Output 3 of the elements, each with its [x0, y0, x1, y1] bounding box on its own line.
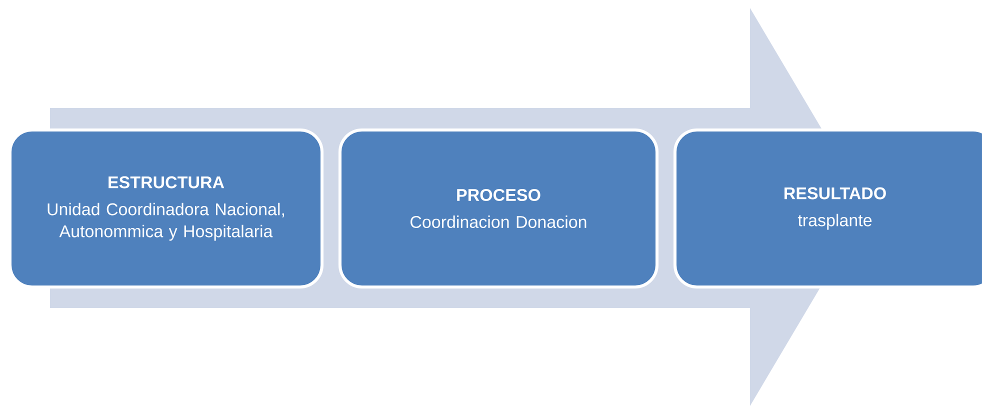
process-box: PROCESO Coordinacion Donacion	[338, 128, 658, 288]
process-box: ESTRUCTURA Unidad Coordinadora Nacional, Autonommica y Hospitalaria	[8, 128, 324, 288]
process-box: RESULTADO trasplante	[674, 128, 982, 288]
